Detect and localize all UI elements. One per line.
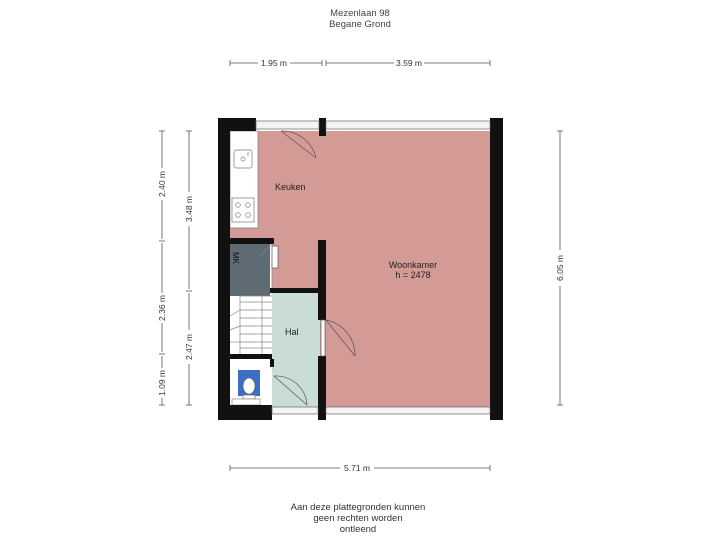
room-label-keuken: Keuken bbox=[275, 182, 306, 192]
dim-left-inner-top: 3.48 m bbox=[184, 196, 194, 222]
address-title: Mezenlaan 98 bbox=[330, 8, 390, 19]
walls bbox=[218, 118, 503, 420]
hall-front-window bbox=[271, 406, 319, 415]
front-door-swing bbox=[273, 375, 308, 406]
staircase bbox=[229, 243, 273, 354]
disclaimer-line-1: Aan deze plattegronden kunnen bbox=[290, 502, 426, 513]
hall-area bbox=[272, 293, 320, 407]
room-label-mk: MK bbox=[231, 252, 240, 265]
doors bbox=[271, 130, 356, 406]
dim-right: 6.05 m bbox=[555, 255, 565, 281]
east-wall bbox=[490, 118, 503, 420]
north-wall-pillar bbox=[319, 118, 326, 136]
windows bbox=[255, 120, 491, 415]
living-south-window bbox=[325, 406, 491, 415]
hall-living-wall-upper bbox=[318, 240, 326, 320]
south-wall-left bbox=[230, 405, 272, 420]
hall-top-wall bbox=[270, 288, 320, 293]
disclaimer-line-3: ontleend bbox=[339, 524, 377, 535]
kitchen-window bbox=[255, 120, 320, 130]
dim-bottom: 5.71 m bbox=[344, 463, 370, 473]
toilet-door-post bbox=[270, 359, 274, 367]
meter-cupboard-door bbox=[271, 245, 279, 269]
dimension-lines bbox=[159, 60, 563, 471]
washbasin bbox=[231, 398, 261, 406]
dim-left-outer-bottom: 1.09 m bbox=[157, 370, 167, 396]
north-wall-left bbox=[230, 118, 256, 131]
floor-title: Begane Grond bbox=[329, 19, 391, 30]
hall-living-wall-lower bbox=[318, 356, 326, 405]
dim-top-left: 1.95 m bbox=[261, 58, 287, 68]
kitchen-counter-area bbox=[230, 131, 258, 228]
kitchen-window-door-swing bbox=[280, 130, 317, 159]
toilet-icon bbox=[242, 377, 256, 400]
dim-left-outer-mid: 2.36 m bbox=[157, 295, 167, 321]
room-label-hal: Hal bbox=[285, 327, 299, 337]
dim-left-outer-top: 2.40 m bbox=[157, 171, 167, 197]
south-wall-pillar bbox=[318, 405, 326, 420]
living-door-swing bbox=[325, 319, 356, 357]
west-wall bbox=[218, 118, 230, 420]
room-height-label: h = 2478 bbox=[395, 270, 430, 280]
disclaimer-line-2: geen rechten worden bbox=[313, 513, 403, 524]
toilet-top-wall bbox=[230, 354, 272, 359]
dim-left-inner-bottom: 2.47 m bbox=[184, 334, 194, 360]
room-label-woonkamer: Woonkamer bbox=[389, 260, 437, 270]
dim-top-right: 3.59 m bbox=[396, 58, 422, 68]
living-north-window bbox=[325, 120, 491, 130]
kitchen-partition bbox=[230, 238, 274, 244]
